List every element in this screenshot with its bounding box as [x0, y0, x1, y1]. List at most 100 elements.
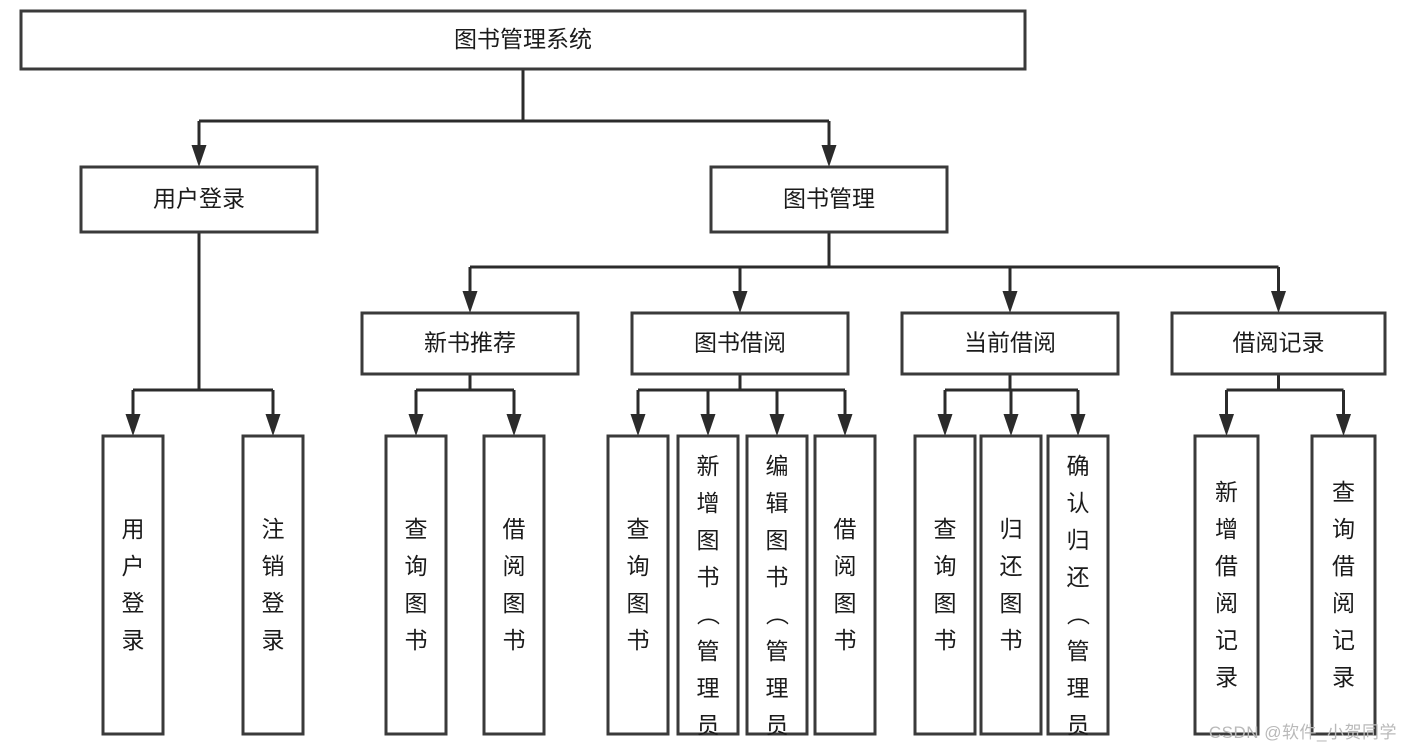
leaf-label-char: 查: [934, 516, 957, 542]
node-layer: 图书管理系统用户登录图书管理新书推荐图书借阅当前借阅借阅记录用户登录用户登录注销…: [19, 9, 1405, 747]
connector-current-borrow-to-leaves: [937, 374, 1086, 436]
leaf-label-char: 录: [1332, 664, 1355, 690]
connector-layer: [125, 69, 1351, 436]
leaf-label-char: 记: [1215, 627, 1238, 653]
node-label-root: 图书管理系统: [454, 26, 592, 52]
leaf-leaf-user-logout[interactable]: 注销登录注销登录: [241, 434, 337, 747]
leaf-label-char: 书: [697, 564, 720, 590]
leaf-label-char: 理: [766, 675, 789, 701]
leaf-label-char: 还: [1067, 564, 1090, 590]
leaf-label-char: 销: [262, 553, 285, 579]
node-new-book-recommend[interactable]: 新书推荐: [360, 311, 580, 376]
leaf-label-char: 图: [503, 590, 526, 616]
leaf-label-char: 归: [1000, 516, 1023, 542]
node-label-book-management: 图书管理: [783, 186, 875, 212]
leaf-label-char: （: [695, 603, 721, 626]
leaf-label-char: 员: [697, 712, 720, 738]
leaf-label-char: 询: [934, 553, 957, 579]
leaf-label-char: 管: [1067, 638, 1090, 664]
leaf-label-char: 查: [1332, 479, 1355, 505]
leaf-label-char: 图: [1000, 590, 1023, 616]
node-borrow-record[interactable]: 借阅记录: [1170, 311, 1387, 376]
leaf-label-char: 新: [697, 453, 720, 479]
leaf-label-char: 员: [766, 712, 789, 738]
leaf-label-char: 书: [766, 564, 789, 590]
leaf-label-char: 录: [1215, 664, 1238, 690]
leaf-label-char: 书: [1000, 627, 1023, 653]
leaf-leaf-query-book-1[interactable]: 查询图书查询图书: [384, 434, 480, 747]
leaf-label-char: 辑: [766, 490, 789, 516]
leaf-label-char: 增: [697, 490, 720, 516]
connector-root-to-level2: [191, 69, 837, 167]
leaf-label-char: 借: [1215, 553, 1238, 579]
leaf-label-char: 图: [834, 590, 857, 616]
leaf-label-char: 理: [697, 675, 720, 701]
leaf-label-char: 增: [1215, 516, 1238, 542]
leaf-label-char: 询: [1332, 516, 1355, 542]
leaf-label-char: 询: [405, 553, 428, 579]
node-book-borrow[interactable]: 图书借阅: [630, 311, 850, 376]
leaf-label-char: 图: [934, 590, 957, 616]
leaf-label-char: 录: [262, 627, 285, 653]
leaf-label-char: 确: [1067, 453, 1090, 479]
leaf-label-char: 员: [1067, 712, 1090, 738]
leaf-label-char: 登: [262, 590, 285, 616]
leaf-leaf-query-book-3[interactable]: 查询图书查询图书: [913, 434, 1009, 747]
leaf-label-char: 阅: [1332, 590, 1355, 616]
connector-borrow-record-to-leaves: [1219, 374, 1351, 436]
leaf-leaf-borrow-book-1[interactable]: 借阅图书借阅图书: [482, 434, 578, 747]
leaf-label-char: 借: [834, 516, 857, 542]
node-label-borrow-record: 借阅记录: [1233, 330, 1325, 356]
leaf-label-char: 理: [1067, 675, 1090, 701]
node-label-new-book-recommend: 新书推荐: [424, 330, 516, 356]
leaf-label-char: 户: [122, 553, 145, 579]
leaf-label-char: 记: [1332, 627, 1355, 653]
leaf-label-char: 阅: [834, 553, 857, 579]
leaf-label-char: 查: [627, 516, 650, 542]
connector-book-management-to-level3: [462, 232, 1286, 313]
leaf-leaf-query-book-2[interactable]: 查询图书查询图书: [606, 434, 702, 747]
connector-user-login-to-leaves: [125, 232, 281, 436]
node-book-management[interactable]: 图书管理: [709, 165, 949, 234]
node-root[interactable]: 图书管理系统: [19, 9, 1027, 71]
leaf-label-char: 还: [1000, 553, 1023, 579]
node-label-user-login: 用户登录: [153, 186, 245, 212]
leaf-label-char: 认: [1067, 490, 1090, 516]
node-user-login[interactable]: 用户登录: [79, 165, 319, 234]
leaf-label-char: 阅: [1215, 590, 1238, 616]
leaf-label-char: 查: [405, 516, 428, 542]
leaf-label-char: 阅: [503, 553, 526, 579]
node-label-current-borrow: 当前借阅: [964, 330, 1056, 356]
connector-book-borrow-to-leaves: [630, 374, 853, 436]
node-label-book-borrow: 图书借阅: [694, 330, 786, 356]
leaf-label-char: 管: [766, 638, 789, 664]
leaf-label-char: 书: [834, 627, 857, 653]
leaf-label-char: 归: [1067, 527, 1090, 553]
leaf-label-char: （: [764, 603, 790, 626]
leaf-leaf-borrow-book-2[interactable]: 借阅图书借阅图书: [813, 434, 909, 747]
watermark-text: CSDN @软件_小贺同学: [1208, 723, 1397, 742]
leaf-label-char: （: [1065, 603, 1091, 626]
leaf-label-char: 录: [122, 627, 145, 653]
leaf-label-char: 新: [1215, 479, 1238, 505]
node-current-borrow[interactable]: 当前借阅: [900, 311, 1120, 376]
leaf-leaf-user-login[interactable]: 用户登录用户登录: [101, 434, 197, 747]
leaf-label-char: 注: [262, 516, 285, 542]
leaf-label-char: 借: [1332, 553, 1355, 579]
connector-new-book-recommend-to-leaves: [408, 374, 522, 436]
leaf-label-char: 书: [503, 627, 526, 653]
leaf-leaf-query-record[interactable]: 查询借阅记录查询借阅记录: [1310, 434, 1405, 747]
leaf-leaf-add-record[interactable]: 新增借阅记录新增借阅记录: [1193, 434, 1323, 747]
leaf-label-char: 书: [405, 627, 428, 653]
leaf-leaf-return-book[interactable]: 归还图书归还图书: [979, 434, 1075, 747]
leaf-label-char: 图: [697, 527, 720, 553]
leaf-label-char: 书: [934, 627, 957, 653]
leaf-label-char: 用: [122, 516, 145, 542]
leaf-label-char: 询: [627, 553, 650, 579]
leaf-label-char: 管: [697, 638, 720, 664]
